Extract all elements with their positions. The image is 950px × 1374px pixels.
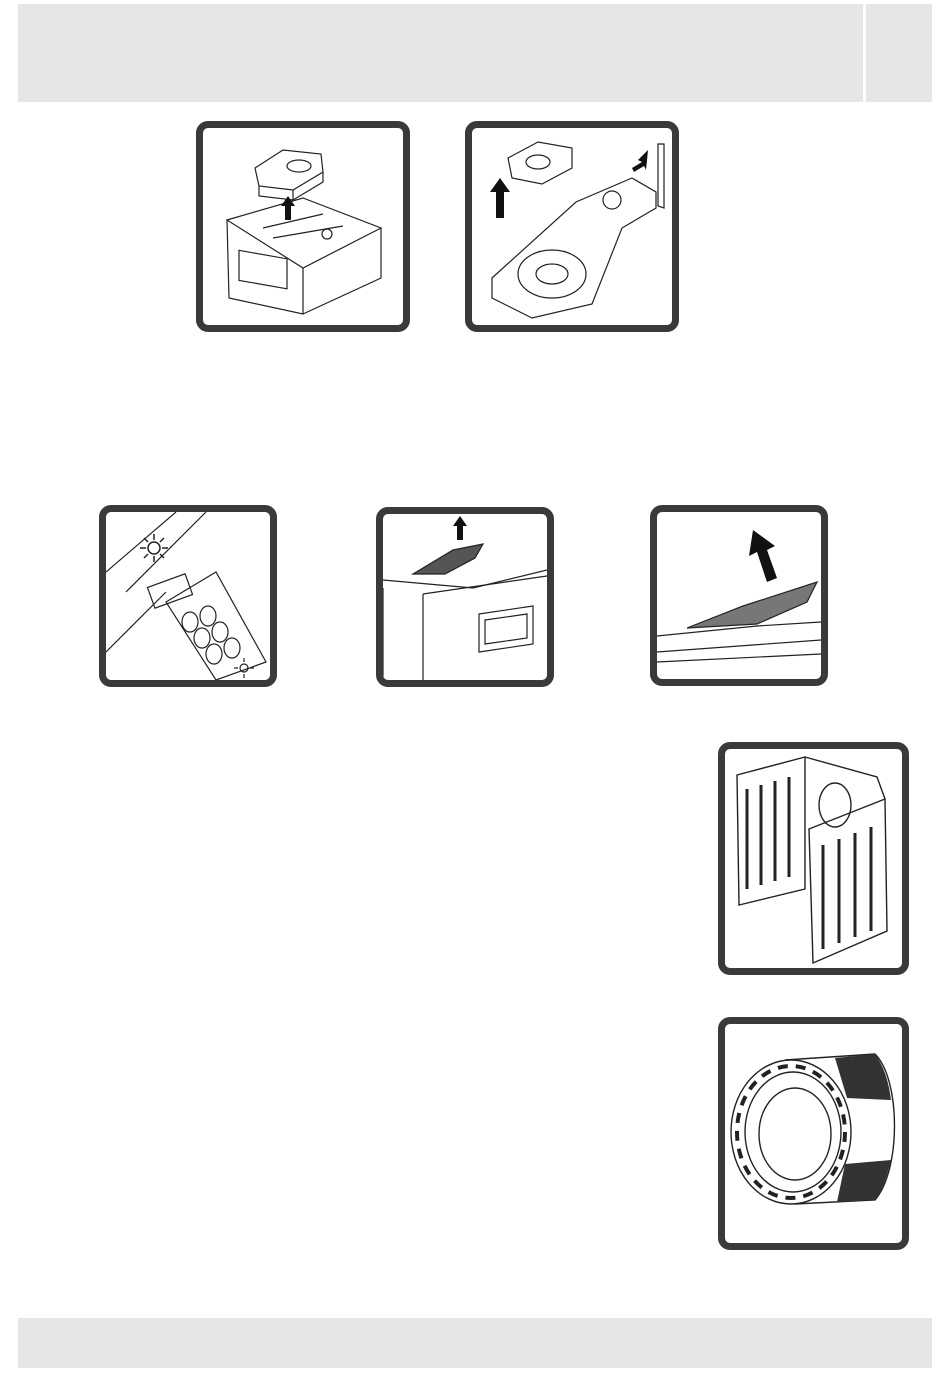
- up-arrow-icon: [490, 178, 510, 218]
- figure-detergent-compartment: [99, 505, 277, 687]
- drawer-lift-illustration: [203, 128, 403, 325]
- compartment-illustration: [106, 512, 270, 680]
- figure-cabinet-side-panels: [718, 742, 909, 975]
- siphon-pull-illustration: [657, 512, 821, 679]
- header-band: [18, 4, 863, 102]
- press-arrow-icon: [632, 150, 648, 172]
- flower-symbol-icon: [140, 534, 168, 562]
- figure-drawer-insert-removal: [465, 121, 679, 332]
- up-arrow-icon: [453, 516, 467, 540]
- figure-siphon-lift: [376, 507, 554, 687]
- figure-siphon-pull-out: [650, 505, 828, 686]
- siphon-lift-illustration: [383, 514, 547, 680]
- cabinet-panels-illustration: [725, 749, 902, 968]
- header-tab: [866, 4, 932, 102]
- drum-illustration: [725, 1024, 902, 1243]
- footer-band: [18, 1318, 932, 1368]
- figure-drawer-lift-insert: [196, 121, 410, 332]
- up-arrow-icon: [749, 530, 777, 582]
- figure-drum-front: [718, 1017, 909, 1250]
- insert-removal-illustration: [472, 128, 672, 325]
